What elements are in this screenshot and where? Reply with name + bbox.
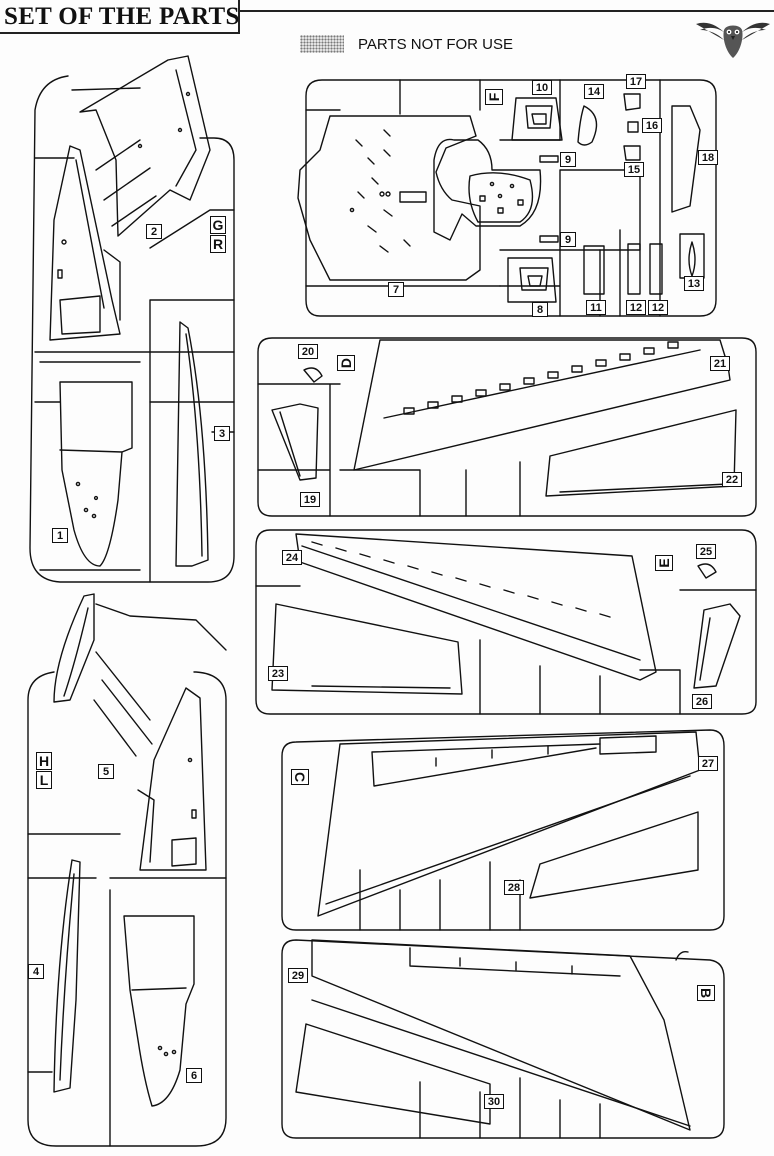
part-label-9b: 9 [560,232,576,247]
part-label-7: 7 [388,282,404,297]
part-label-9a: 9 [560,152,576,167]
part-19-piece [271,403,319,481]
part-10-seat [511,97,563,141]
part-30-flap [295,1023,491,1125]
sprue-letter-c: C [291,769,309,785]
part-label-27: 27 [698,756,718,771]
sprue-letter-f: F [485,89,503,105]
part-label-23: 23 [268,666,288,681]
part-label-15: 15 [624,162,644,177]
unused-parts-swatch [300,35,344,53]
part-29-wing [311,939,691,1131]
part-label-12b: 12 [648,300,668,315]
parts-15-17 [623,93,641,161]
part-label-19: 19 [300,492,320,507]
sprue-letter-g: G [210,216,226,234]
part-label-28: 28 [504,880,524,895]
part-24-wing [295,533,657,681]
part-label-13: 13 [684,276,704,291]
part-label-5: 5 [98,764,114,779]
sprue-frame-c [281,729,725,931]
part-label-18: 18 [698,150,718,165]
part-1-fuselage-half [59,381,133,567]
sprue-frame-g [29,75,235,583]
part-label-12a: 12 [626,300,646,315]
sprue-letter-h: H [36,752,52,770]
part-25-piece [697,563,717,579]
part-5-fin [53,593,153,757]
part-2-rudder [49,145,121,341]
eagle-icon [696,22,770,58]
sprue-letter-e: E [655,555,673,571]
part-label-16: 16 [642,118,662,133]
part-18-panel [671,105,701,213]
part-11-strip [583,245,605,295]
part-20-piece [303,367,323,383]
part-label-2: 2 [146,224,162,239]
part-label-6: 6 [186,1068,202,1083]
part-26-piece [693,603,741,689]
part-23-flap [271,603,463,695]
sprue-letter-l: L [36,771,52,789]
part-label-24: 24 [282,550,302,565]
part-7-panel [433,138,542,241]
part-28-flap [529,811,699,899]
part-label-10: 10 [532,80,552,95]
part-14-lens [577,105,598,146]
part-4-panel [53,859,81,1093]
part-label-3: 3 [214,426,230,441]
part-8-seat [507,257,557,303]
part-label-26: 26 [692,694,712,709]
part-label-21: 21 [710,356,730,371]
part-label-17: 17 [626,74,646,89]
sprue-letter-r: R [210,235,226,253]
sprue-frame-b [281,939,725,1139]
part-12-strips [627,243,663,295]
part-13-piece [679,233,705,279]
part-7-cockpit-floor [297,115,481,281]
sprue-frame-e [255,529,757,715]
part-label-8: 8 [532,302,548,317]
part-27-wing [317,731,701,917]
part-label-22: 22 [722,472,742,487]
part-3-panel [175,321,209,567]
part-21-wing [353,339,731,471]
part-label-1: 1 [52,528,68,543]
part-22-flap [545,409,737,497]
part-label-4: 4 [28,964,44,979]
part-6-fuselage-half [123,915,195,1107]
part-label-25: 25 [696,544,716,559]
part-9-pieces [539,155,559,243]
sprue-letter-d: D [337,355,355,371]
part-5-rudder [137,687,207,871]
sprue-letter-b: B [697,985,715,1001]
part-label-14: 14 [584,84,604,99]
sprue-frame-h [27,603,227,1147]
legend-label: PARTS NOT FOR USE [358,36,514,53]
part-label-20: 20 [298,344,318,359]
header-rule [240,10,774,12]
part-label-29: 29 [288,968,308,983]
part-2-fin [79,55,211,237]
part-label-11: 11 [586,300,606,315]
page-title: SET OF THE PARTS [4,3,240,30]
part-label-30: 30 [484,1094,504,1109]
sprue-frame-d [257,337,757,517]
title-box: SET OF THE PARTS [0,0,240,34]
